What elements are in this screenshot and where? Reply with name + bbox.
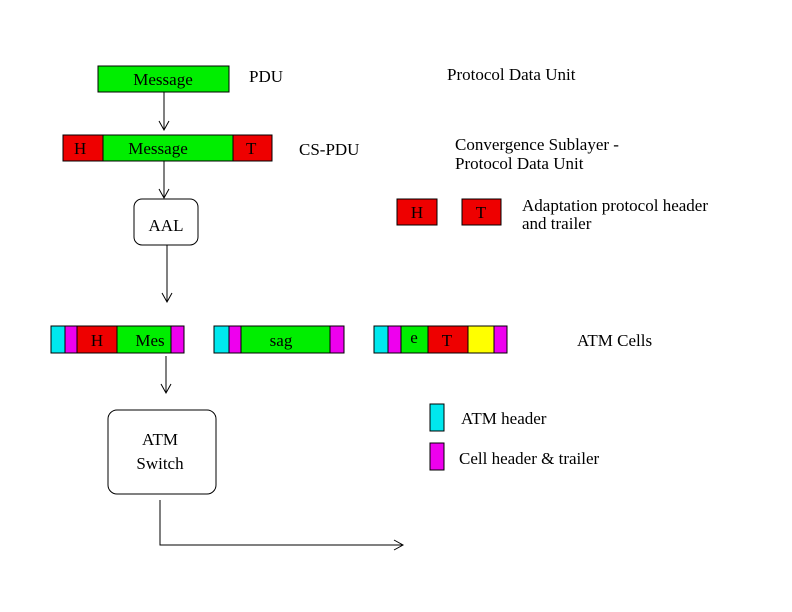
atm-switch-node: ATM Switch — [107, 409, 217, 495]
arrow-switch-output — [159, 500, 405, 551]
legend-atm-header-label: ATM header — [461, 409, 547, 428]
cell3-aal-trailer — [427, 325, 469, 354]
cspdu-message-box — [102, 134, 234, 162]
cell3-cell-trailer — [493, 325, 508, 354]
cell1-atm-header — [50, 325, 66, 354]
cspdu-short-label: CS-PDU — [299, 140, 359, 159]
pdu-short-label: PDU — [249, 67, 283, 86]
cell1-header-label: H — [91, 331, 103, 350]
cell3-payload-label: e — [410, 328, 418, 347]
cspdu-row: H Message T CS-PDU Convergence Sublayer … — [62, 134, 619, 173]
pdu-row: Message PDU Protocol Data Unit — [97, 65, 576, 93]
cell3-padding — [467, 325, 495, 354]
cell2-cell-header — [228, 325, 242, 354]
cell3-atm-header — [373, 325, 389, 354]
legend-header-label: H — [411, 203, 423, 222]
cell1-payload — [116, 325, 172, 354]
cspdu-message-label: Message — [128, 139, 187, 158]
adaptation-legend: H T Adaptation protocol header and trail… — [396, 196, 708, 233]
aal-node: AAL — [133, 198, 199, 246]
atm-switch-label-line1: ATM — [142, 430, 178, 449]
cspdu-description-line2: Protocol Data Unit — [455, 154, 584, 173]
cell3-cell-header — [387, 325, 402, 354]
adaptation-description-line2: and trailer — [522, 214, 592, 233]
cspdu-description-line1: Convergence Sublayer - — [455, 135, 619, 154]
atm-cell-2: sag — [213, 325, 345, 354]
atm-cell-1: H Mes — [50, 325, 185, 354]
atm-switch-label-line2: Switch — [136, 454, 184, 473]
pdu-message-box — [97, 65, 230, 93]
adaptation-description-line1: Adaptation protocol header — [522, 196, 708, 215]
cspdu-header-box — [62, 134, 104, 162]
atm-cells-label: ATM Cells — [577, 331, 652, 350]
legend-cell-header-trailer-label: Cell header & trailer — [459, 449, 600, 468]
cell1-cell-trailer — [170, 325, 185, 354]
cell2-atm-header — [213, 325, 230, 354]
atm-switch-box — [107, 409, 217, 495]
cspdu-header-label: H — [74, 139, 86, 158]
legend-cell-header-trailer-swatch — [429, 442, 445, 471]
pdu-description: Protocol Data Unit — [447, 65, 576, 84]
cell1-aal-header — [76, 325, 118, 354]
cell3-trailer-label: T — [442, 331, 453, 350]
pdu-message-label: Message — [133, 70, 192, 89]
atm-cells-row: H Mes sag e T ATM Cells — [50, 325, 652, 354]
aal-label: AAL — [149, 216, 184, 235]
legend-trailer-label: T — [476, 203, 487, 222]
aal-box — [133, 198, 199, 246]
cell1-payload-label: Mes — [135, 331, 164, 350]
cspdu-trailer-box — [232, 134, 273, 162]
cell3-payload — [400, 325, 429, 354]
cell2-payload-label: sag — [270, 331, 293, 350]
atm-cell-3: e T — [373, 325, 508, 354]
cspdu-trailer-label: T — [246, 139, 257, 158]
cell2-payload — [240, 325, 331, 354]
cell2-cell-trailer — [329, 325, 345, 354]
color-legend: ATM header Cell header & trailer — [429, 403, 600, 471]
cell1-cell-header — [64, 325, 78, 354]
legend-trailer-box — [461, 198, 502, 226]
legend-atm-header-swatch — [429, 403, 445, 432]
legend-header-box — [396, 198, 438, 226]
